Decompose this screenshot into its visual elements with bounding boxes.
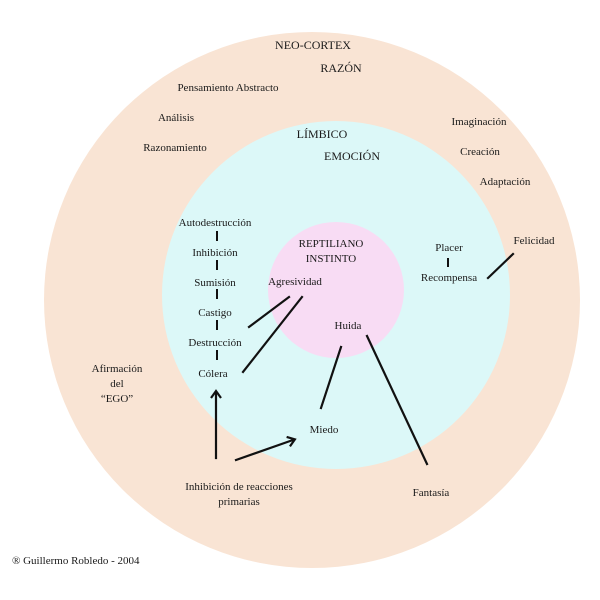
recompensa-felicidad-line <box>486 252 515 280</box>
label-colera: Cólera <box>198 368 227 380</box>
label-analisis: Análisis <box>158 112 194 124</box>
label-pensamiento-abstracto: Pensamiento Abstracto <box>177 82 279 94</box>
label-imaginacion: Imaginación <box>452 116 507 128</box>
reptilian-labels: REPTILIANO INSTINTO Agresividad Huida <box>268 238 363 332</box>
label-recompensa: Recompensa <box>421 272 477 284</box>
huida-miedo-line <box>319 345 343 410</box>
label-felicidad: Felicidad <box>514 235 555 247</box>
label-afirmacion-line3: “EGO” <box>101 393 133 405</box>
label-destruccion: Destrucción <box>188 337 242 349</box>
label-fantasia: Fantasía <box>413 487 450 499</box>
copyright-text: ® Guillermo Robledo - 2004 <box>12 555 140 567</box>
connectors <box>210 231 515 466</box>
neocortex-labels: NEO-CORTEX RAZÓN Pensamiento Abstracto A… <box>92 38 555 508</box>
label-inhibicion-line2: primarias <box>218 496 260 508</box>
label-adaptacion: Adaptación <box>480 176 531 188</box>
agresividad-destruccion-line <box>247 295 291 329</box>
label-autodestruccion: Autodestrucción <box>179 217 252 229</box>
label-inhibicion: Inhibición <box>192 247 238 259</box>
label-placer: Placer <box>435 242 463 254</box>
label-agresividad: Agresividad <box>268 276 322 288</box>
reptilian-title: REPTILIANO <box>299 238 364 250</box>
reptilian-core <box>268 222 404 358</box>
limbic-subtitle: EMOCIÓN <box>324 149 380 163</box>
limbic-labels: LÍMBICO EMOCIÓN Autodestrucción Inhibici… <box>179 127 478 436</box>
label-afirmacion-line1: Afirmación <box>92 363 143 375</box>
label-creacion: Creación <box>460 146 500 158</box>
label-castigo: Castigo <box>198 307 232 319</box>
neocortex-subtitle: RAZÓN <box>320 61 362 75</box>
agresividad-colera-line <box>241 295 304 374</box>
label-afirmacion-line2: del <box>110 378 123 390</box>
label-inhibicion-line1: Inhibición de reacciones <box>185 481 293 493</box>
inhibicion-miedo-arrow <box>234 435 297 462</box>
label-huida: Huida <box>335 320 362 332</box>
neocortex-title: NEO-CORTEX <box>275 38 351 52</box>
reptilian-subtitle: INSTINTO <box>306 253 357 265</box>
label-sumision: Sumisión <box>194 277 236 289</box>
huida-fantasia-line <box>365 334 429 466</box>
limbic-title: LÍMBICO <box>297 127 348 141</box>
label-razonamiento: Razonamiento <box>143 142 207 154</box>
label-miedo: Miedo <box>310 424 339 436</box>
